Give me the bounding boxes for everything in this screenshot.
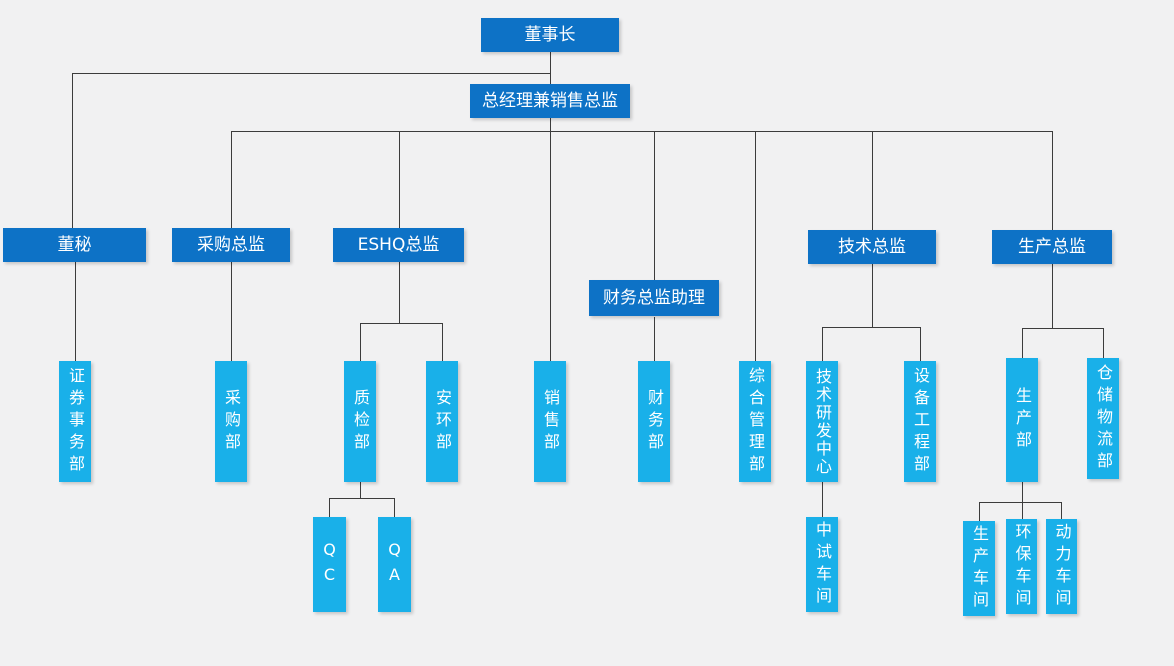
org-node-chairman[interactable]: 董事长 xyxy=(481,18,619,52)
org-node-quality-inspection-dept[interactable]: 质检部 xyxy=(344,361,376,482)
org-node-sales-dept[interactable]: 销售部 xyxy=(534,361,566,482)
org-node-finance-dept[interactable]: 财务部 xyxy=(638,361,670,482)
org-node-procurement-director[interactable]: 采购总监 xyxy=(172,228,290,262)
connector-line xyxy=(822,327,823,361)
org-node-production-director[interactable]: 生产总监 xyxy=(992,230,1112,264)
org-node-equipment-engineering-dept[interactable]: 设备工程部 xyxy=(904,361,936,482)
org-node-eshq-director[interactable]: ESHQ总监 xyxy=(333,228,464,262)
connector-line xyxy=(654,317,655,361)
connector-line xyxy=(979,502,980,521)
connector-line xyxy=(399,131,400,228)
org-node-pilot-workshop[interactable]: 中试车间 xyxy=(806,517,838,612)
connector-line xyxy=(360,482,361,498)
connector-line xyxy=(550,118,551,361)
org-node-securities-affairs-dept[interactable]: 证券事务部 xyxy=(59,361,91,482)
connector-line xyxy=(822,482,823,517)
connector-line xyxy=(872,131,873,230)
connector-line xyxy=(231,262,232,361)
connector-line xyxy=(329,498,395,499)
org-node-power-workshop[interactable]: 动力车间 xyxy=(1046,519,1077,614)
connector-line xyxy=(654,131,655,280)
connector-line xyxy=(1022,328,1104,329)
org-node-general-management-dept[interactable]: 综合管理部 xyxy=(739,361,771,482)
connector-line xyxy=(822,327,921,328)
connector-line xyxy=(755,131,756,361)
connector-line xyxy=(394,498,395,517)
org-node-safety-environment-dept[interactable]: 安环部 xyxy=(426,361,458,482)
org-node-qa-team[interactable]: QA xyxy=(378,517,411,612)
connector-line xyxy=(360,323,361,361)
org-node-technical-director[interactable]: 技术总监 xyxy=(808,230,936,264)
org-node-general-manager[interactable]: 总经理兼销售总监 xyxy=(470,84,630,118)
connector-line xyxy=(72,73,73,228)
org-node-warehouse-logistics-dept[interactable]: 仓储物流部 xyxy=(1087,358,1119,479)
connector-line xyxy=(360,323,443,324)
connector-line xyxy=(1052,131,1053,230)
org-node-procurement-dept[interactable]: 采购部 xyxy=(215,361,247,482)
org-node-production-dept[interactable]: 生产部 xyxy=(1006,358,1038,482)
org-node-board-secretary[interactable]: 董秘 xyxy=(3,228,146,262)
org-node-technology-rd-center[interactable]: 技术研发中心 xyxy=(806,361,838,482)
connector-line xyxy=(399,262,400,323)
org-node-finance-director-assistant[interactable]: 财务总监助理 xyxy=(589,280,719,316)
connector-line xyxy=(1061,502,1062,519)
connector-line xyxy=(442,323,443,361)
connector-line xyxy=(1022,328,1023,361)
connector-line xyxy=(979,502,1062,503)
connector-line xyxy=(1022,502,1023,519)
org-node-qc-team[interactable]: QC xyxy=(313,517,346,612)
connector-line xyxy=(550,52,551,84)
connector-line xyxy=(231,131,232,228)
connector-line xyxy=(872,264,873,327)
connector-line xyxy=(231,131,1053,132)
connector-line xyxy=(72,73,551,74)
connector-line xyxy=(329,498,330,517)
connector-line xyxy=(75,262,76,361)
org-node-environmental-workshop[interactable]: 环保车间 xyxy=(1006,519,1037,614)
connector-line xyxy=(1052,264,1053,328)
connector-line xyxy=(1022,482,1023,502)
connector-line xyxy=(920,327,921,361)
org-node-production-workshop[interactable]: 生产车间 xyxy=(963,521,995,616)
connector-line xyxy=(1103,328,1104,361)
